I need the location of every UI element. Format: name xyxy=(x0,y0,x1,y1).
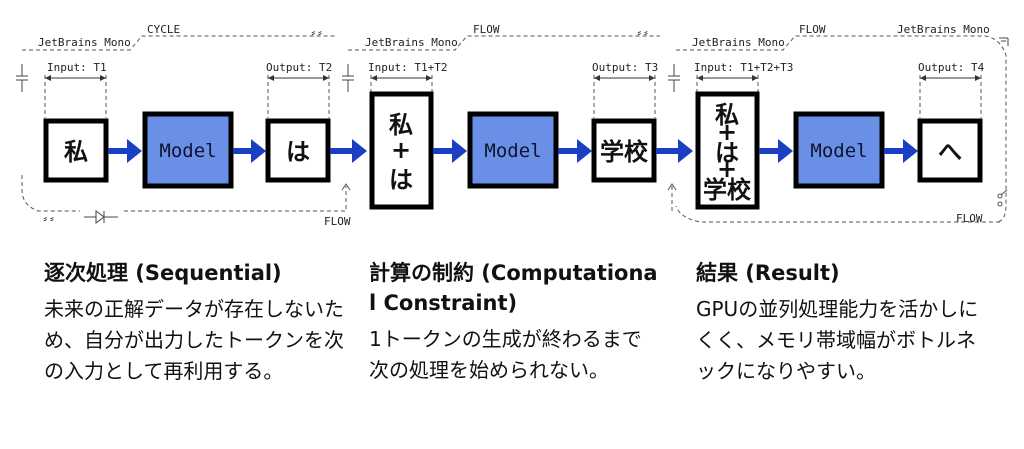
arrow-icon xyxy=(558,139,592,163)
loop-label: FLOW xyxy=(956,212,983,225)
arrow-icon xyxy=(108,139,142,163)
output-label: Output: T3 xyxy=(592,61,658,74)
frame-label: JetBrains Mono xyxy=(365,36,458,49)
input-label: Input: T1+T2+T3 xyxy=(694,61,793,74)
input-dimension xyxy=(696,75,759,92)
output-token-box xyxy=(265,118,331,183)
arrow-icon xyxy=(433,139,467,163)
input-token-box xyxy=(369,91,434,210)
model-label: Model xyxy=(810,140,867,162)
plus-sign: + xyxy=(717,118,737,146)
column-result: 結果 (Result) GPUの並列処理能力を活かしにくく、メモリ帯域幅がボトル… xyxy=(696,258,986,387)
frame-label: JetBrains Mono xyxy=(692,36,785,49)
column-body: 未来の正解データが存在しないため、自分が出力したトークンを次の入力として再利用す… xyxy=(44,297,344,383)
loop-arrow-icon xyxy=(667,183,677,191)
loop-label: FLOW xyxy=(324,215,351,228)
ground-icon xyxy=(16,64,28,92)
output-dimension xyxy=(919,75,982,118)
frame-label: JetBrains Mono xyxy=(38,36,131,49)
input-token: 私 xyxy=(389,111,413,139)
model-label: Model xyxy=(484,140,541,162)
input-dimension xyxy=(370,75,433,92)
output-dimension xyxy=(593,75,656,118)
output-token-box xyxy=(917,118,983,183)
switch-icon xyxy=(997,189,1008,207)
arrow-icon xyxy=(884,139,918,163)
plus-sign: + xyxy=(717,155,737,183)
input-label: Input: T1+T2 xyxy=(368,61,447,74)
column-title: 逐次処理 (Sequential) xyxy=(44,261,282,285)
spark-icon: ⸗⸗ xyxy=(636,26,649,39)
spark-icon: ⸗⸗ xyxy=(42,212,55,225)
plus-sign: + xyxy=(391,136,411,164)
loop-arrow-icon xyxy=(341,183,351,191)
frame-top-line xyxy=(676,35,1007,223)
model-box xyxy=(467,111,559,189)
input-dimension xyxy=(44,75,107,118)
arrow-icon xyxy=(330,139,367,163)
column-constraint: 計算の制約 (Computational Constraint) 1トークンの生… xyxy=(369,258,659,386)
input-token: 学校 xyxy=(703,176,752,204)
input-token: 私 xyxy=(64,138,88,166)
model-box xyxy=(142,111,234,189)
ground-icon xyxy=(342,64,354,92)
top-label: FLOW xyxy=(799,23,826,36)
right-frame-label: JetBrains Mono xyxy=(897,23,990,36)
feedback-loop-line xyxy=(675,205,1000,223)
input-token: 私 xyxy=(715,101,739,129)
input-token-box xyxy=(43,118,109,183)
output-label: Output: T4 xyxy=(918,61,985,74)
top-label: FLOW xyxy=(473,23,500,36)
column-body: 1トークンの生成が終わるまで次の処理を始められない。 xyxy=(369,327,642,382)
output-token: へ xyxy=(938,138,962,166)
arrow-icon xyxy=(233,139,266,163)
input-token: は xyxy=(715,139,739,167)
top-label: CYCLE xyxy=(147,23,180,36)
column-title: 計算の制約 (Computational Constraint) xyxy=(369,261,658,315)
stage-3: JetBrains Mono FLOW JetBrains Mono Input… xyxy=(668,23,1009,225)
ground-icon xyxy=(668,64,680,92)
spark-icon: ⸗⸗ xyxy=(310,26,323,39)
arrow-icon xyxy=(656,139,693,163)
model-box xyxy=(793,111,885,189)
input-token: は xyxy=(389,166,413,194)
output-label: Output: T2 xyxy=(266,61,332,74)
column-body: GPUの並列処理能力を活かしにくく、メモリ帯域幅がボトルネックになりやすい。 xyxy=(696,297,979,383)
feedback-loop-line xyxy=(21,175,347,212)
stage-1: JetBrains Mono CYCLE ⸗⸗ Input: T1 Output… xyxy=(16,23,367,228)
terminal-icon xyxy=(999,37,1009,46)
output-dimension xyxy=(267,75,330,118)
input-token-box xyxy=(695,91,760,210)
output-token: は xyxy=(286,138,310,166)
output-token-box xyxy=(591,118,657,183)
output-token: 学校 xyxy=(600,138,649,166)
diode-icon xyxy=(84,210,118,224)
autoregressive-diagram: JetBrains Mono CYCLE ⸗⸗ Input: T1 Output… xyxy=(16,23,1009,228)
column-title: 結果 (Result) xyxy=(696,261,840,285)
input-label: Input: T1 xyxy=(47,61,107,74)
stage-2: JetBrains Mono FLOW ⸗⸗ Input: T1+T2 Outp… xyxy=(342,23,693,211)
arrow-icon xyxy=(759,139,793,163)
model-label: Model xyxy=(159,140,216,162)
column-sequential: 逐次処理 (Sequential) 未来の正解データが存在しないため、自分が出力… xyxy=(44,258,344,387)
